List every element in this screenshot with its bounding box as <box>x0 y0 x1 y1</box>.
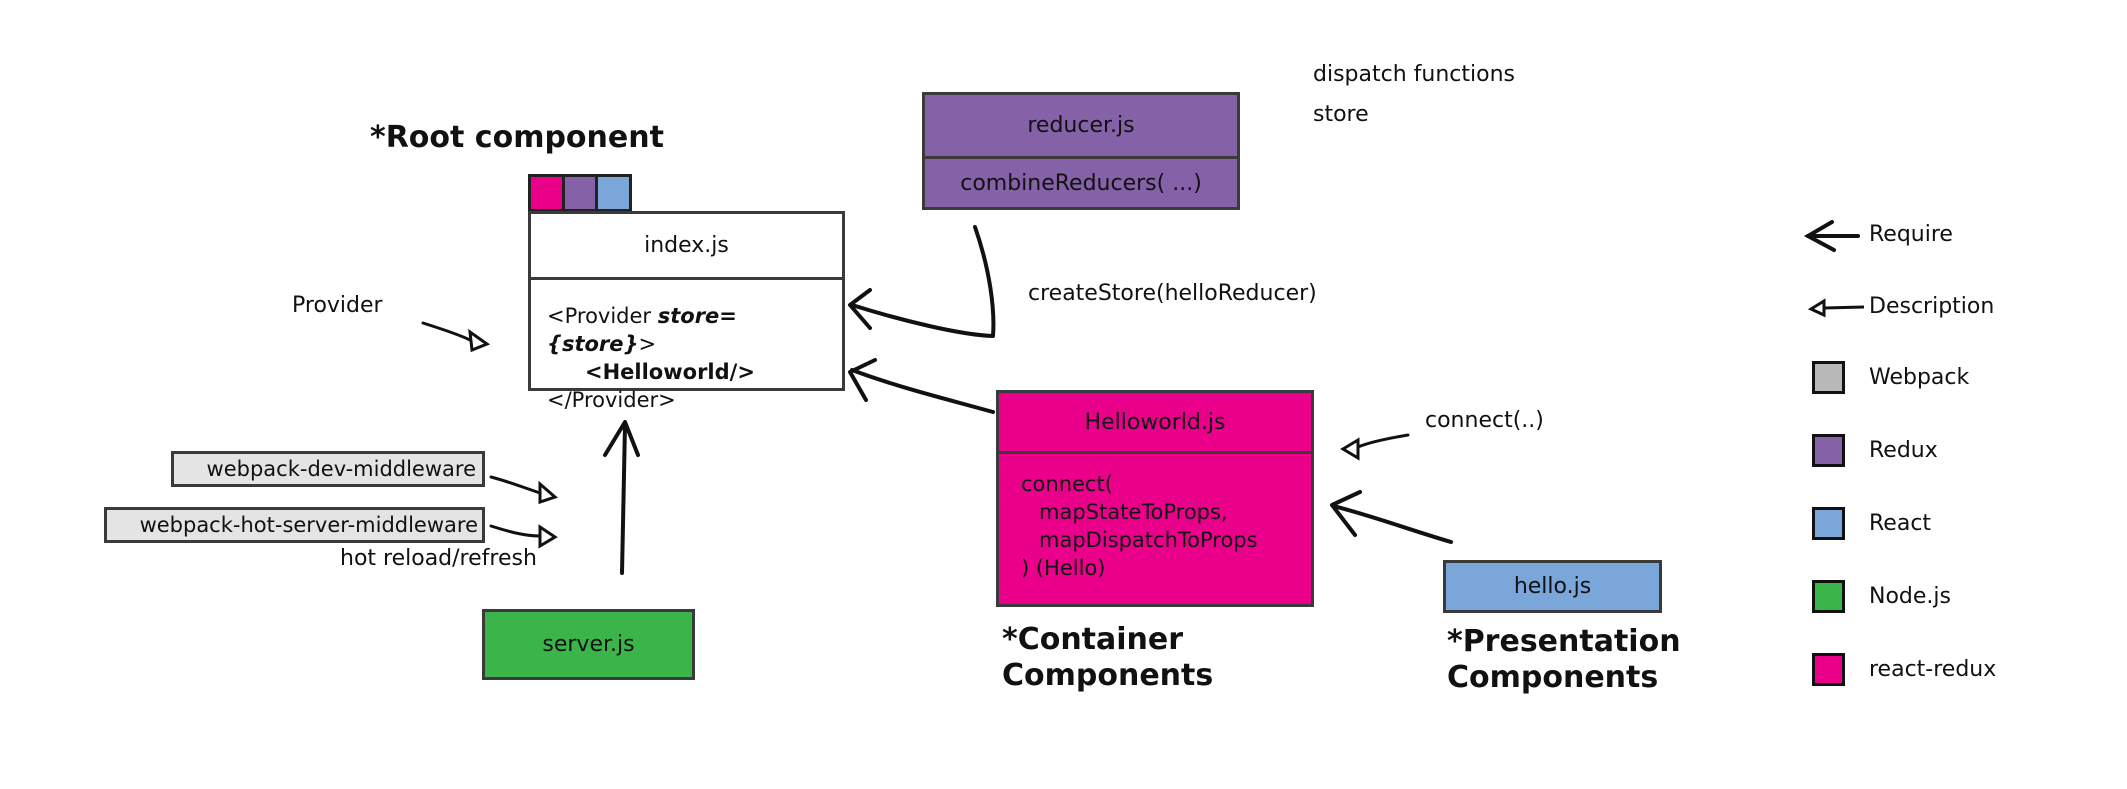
webpack-dev-middleware-box[interactable]: webpack-dev-middleware <box>171 451 485 487</box>
dispatch-functions-note: dispatch functions <box>1313 62 1515 87</box>
helloworld-js-box[interactable]: Helloworld.js connect( mapStateToProps, … <box>996 390 1314 607</box>
reducer-js-header: reducer.js <box>925 95 1237 159</box>
require-arrow-icon <box>1804 220 1860 252</box>
store-note: store <box>1313 102 1369 127</box>
legend-item-nodejs: Node.js <box>1800 580 2100 616</box>
legend-label-description: Description <box>1869 294 1995 319</box>
legend-item-react: React <box>1800 507 2100 543</box>
description-arrow-provider <box>421 321 472 342</box>
description-arrowhead-webpack-hot <box>538 524 558 549</box>
index-js-code: <Provider store={store}> <Helloworld/> <… <box>531 280 842 412</box>
provider-open-tag: <Provider <box>547 304 658 328</box>
helloworld-code: connect( mapStateToProps, mapDispatchToP… <box>999 454 1311 604</box>
require-arrowhead-reducer <box>848 288 872 330</box>
redux-swatch <box>564 177 599 209</box>
store-prop: store={store} <box>547 304 737 356</box>
legend-item-description: Description <box>1800 290 2100 326</box>
tag-close: > <box>638 332 657 356</box>
description-arrowhead-provider <box>468 328 491 353</box>
require-arrowhead-server <box>603 420 640 457</box>
legend-item-require: Require <box>1800 218 2100 254</box>
description-arrow-webpack-hot <box>489 524 542 538</box>
root-tech-swatches <box>528 174 632 212</box>
legend-label-nodejs: Node.js <box>1869 584 1951 609</box>
create-store-label: createStore(helloReducer) <box>1028 281 1317 306</box>
presentation-components-title: *Presentation Components <box>1447 624 1681 696</box>
legend: Require Description Webpack Redux React … <box>1800 218 2100 698</box>
connect-call: connect( <box>1021 472 1113 496</box>
reducer-js-box[interactable]: reducer.js combineReducers( ...) <box>922 92 1240 210</box>
description-arrow-icon <box>1807 298 1864 318</box>
provider-label: Provider <box>292 293 383 318</box>
hello-js-box[interactable]: hello.js <box>1443 560 1662 613</box>
redux-legend-swatch <box>1812 434 1845 467</box>
connect-hello-arg: ) (Hello) <box>1021 556 1106 580</box>
description-arrow-connect <box>1356 433 1410 449</box>
description-arrowhead-connect <box>1340 437 1360 461</box>
presentation-title-line1: *Presentation <box>1447 624 1681 659</box>
index-js-box[interactable]: index.js <Provider store={store}> <Hello… <box>528 211 845 412</box>
require-arrowhead-hello <box>1330 490 1362 537</box>
webpack-hot-server-middleware-box[interactable]: webpack-hot-server-middleware <box>104 507 485 543</box>
react-swatch <box>598 177 630 209</box>
connect-label: connect(..) <box>1425 408 1544 433</box>
react-legend-swatch <box>1812 507 1845 540</box>
legend-label-redux: Redux <box>1869 438 1938 463</box>
webpack-swatch <box>1812 361 1845 394</box>
react-redux-swatch <box>531 177 565 209</box>
server-js-box[interactable]: server.js <box>482 609 695 680</box>
nodejs-legend-swatch <box>1812 580 1845 613</box>
map-state-to-props: mapStateToProps, <box>1039 500 1228 524</box>
require-arrow-hello-to-helloworld <box>1331 504 1453 544</box>
map-dispatch-to-props: mapDispatchToProps <box>1039 528 1258 552</box>
presentation-title-line2: Components <box>1447 660 1659 695</box>
require-arrow-helloworld-to-index <box>850 368 995 414</box>
require-arrow-server-to-index <box>620 423 627 575</box>
legend-item-webpack: Webpack <box>1800 361 2100 397</box>
hot-reload-label: hot reload/refresh <box>340 546 537 571</box>
container-title-line1: *Container <box>1002 622 1184 657</box>
combine-reducers-body: combineReducers( ...) <box>960 170 1202 196</box>
react-redux-legend-swatch <box>1812 653 1845 686</box>
legend-item-react-redux: react-redux <box>1800 653 2100 689</box>
container-components-title: *Container Components <box>1002 622 1213 694</box>
require-arrow-reducer-to-index <box>850 225 996 338</box>
description-arrowhead-webpack-dev <box>538 480 558 505</box>
require-arrowhead-helloworld <box>848 358 877 402</box>
description-arrow-webpack-dev <box>489 475 542 495</box>
legend-item-redux: Redux <box>1800 434 2100 470</box>
container-title-line2: Components <box>1002 658 1214 693</box>
legend-label-require: Require <box>1869 222 1953 247</box>
legend-label-react: React <box>1869 511 1932 536</box>
legend-label-webpack: Webpack <box>1869 365 1970 390</box>
index-js-header: index.js <box>531 214 842 280</box>
helloworld-js-header: Helloworld.js <box>999 393 1311 454</box>
root-component-title: *Root component <box>370 120 664 155</box>
legend-label-react-redux: react-redux <box>1869 657 1997 682</box>
provider-close-tag: </Provider> <box>547 388 676 412</box>
helloworld-tag: <Helloworld/> <box>585 360 755 384</box>
